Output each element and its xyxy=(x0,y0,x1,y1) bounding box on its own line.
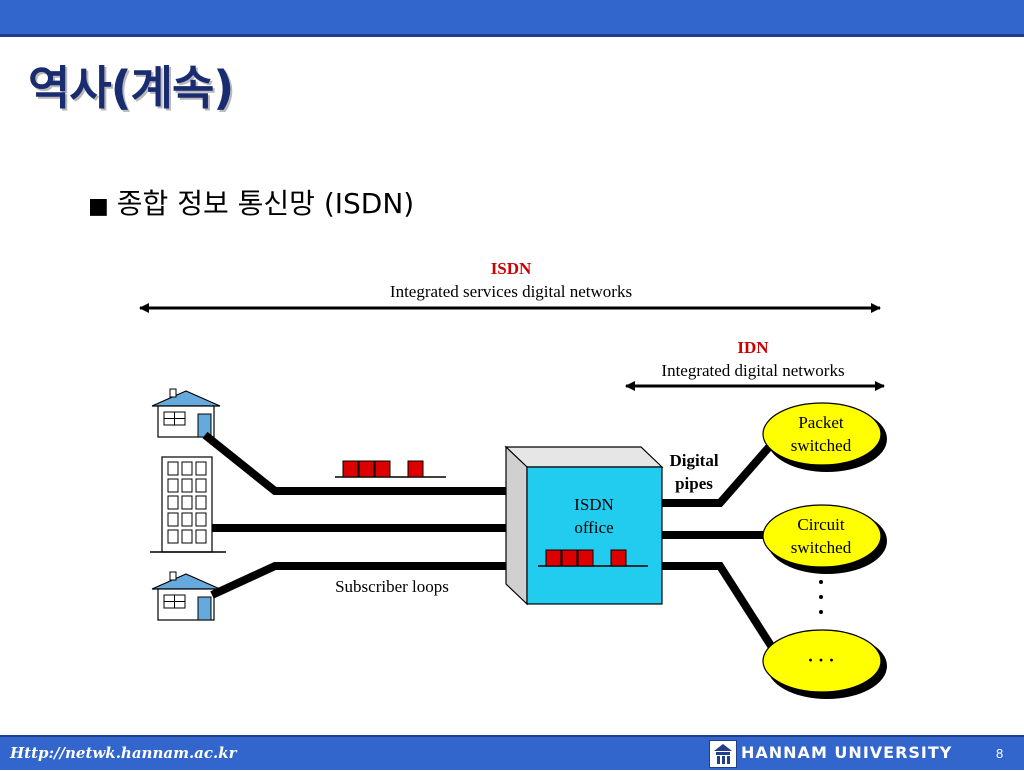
isdn-description: Integrated services digital networks xyxy=(390,282,632,301)
isdn-office-box xyxy=(504,445,664,606)
circuit-switched-line2: switched xyxy=(791,538,852,557)
university-logo-icon xyxy=(709,740,737,768)
subscriber-loops xyxy=(202,431,514,599)
square-bullet-icon: ■ xyxy=(88,194,109,219)
idn-label: IDN xyxy=(737,338,769,357)
idn-description: Integrated digital networks xyxy=(661,361,844,380)
circuit-switched-line1: Circuit xyxy=(797,515,844,534)
other-network xyxy=(762,629,887,699)
digital-pipes xyxy=(662,443,779,655)
footer-bar: Http://netwk.hannam.ac.kr HANNAM UNIVERS… xyxy=(0,735,1024,770)
other-network-ellipsis: · · · xyxy=(807,650,834,670)
packet-switched-network xyxy=(762,402,887,472)
house-top-icon xyxy=(151,388,221,438)
office-packets xyxy=(538,549,648,567)
vertical-ellipsis xyxy=(819,580,823,614)
page-number: 8 xyxy=(996,746,1004,761)
isdn-label: ISDN xyxy=(491,259,532,278)
house-bottom-icon xyxy=(151,571,221,621)
packet-switched-line1: Packet xyxy=(798,413,844,432)
subscriber-packets xyxy=(335,460,446,478)
bullet-text: 종합 정보 통신망 (ISDN) xyxy=(116,187,415,220)
slide-title: 역사(계속) xyxy=(28,61,234,115)
packet-switched-line2: switched xyxy=(791,436,852,455)
digital-pipes-label-line2: pipes xyxy=(675,474,713,493)
isdn-diagram: ISDN Integrated services digital network… xyxy=(139,259,887,699)
university-name: HANNAM UNIVERSITY xyxy=(741,743,953,762)
circuit-switched-network xyxy=(762,504,887,574)
header-bar xyxy=(0,0,1024,37)
footer-url[interactable]: Http://netwk.hannam.ac.kr xyxy=(10,744,237,762)
subscriber-loops-label: Subscriber loops xyxy=(335,577,449,596)
office-building-icon xyxy=(150,456,226,553)
isdn-office-label-line2: office xyxy=(574,518,613,537)
digital-pipes-label-line1: Digital xyxy=(669,451,718,470)
isdn-office-label-line1: ISDN xyxy=(574,495,614,514)
bullet-item: ■ 종합 정보 통신망 (ISDN) xyxy=(88,182,414,222)
